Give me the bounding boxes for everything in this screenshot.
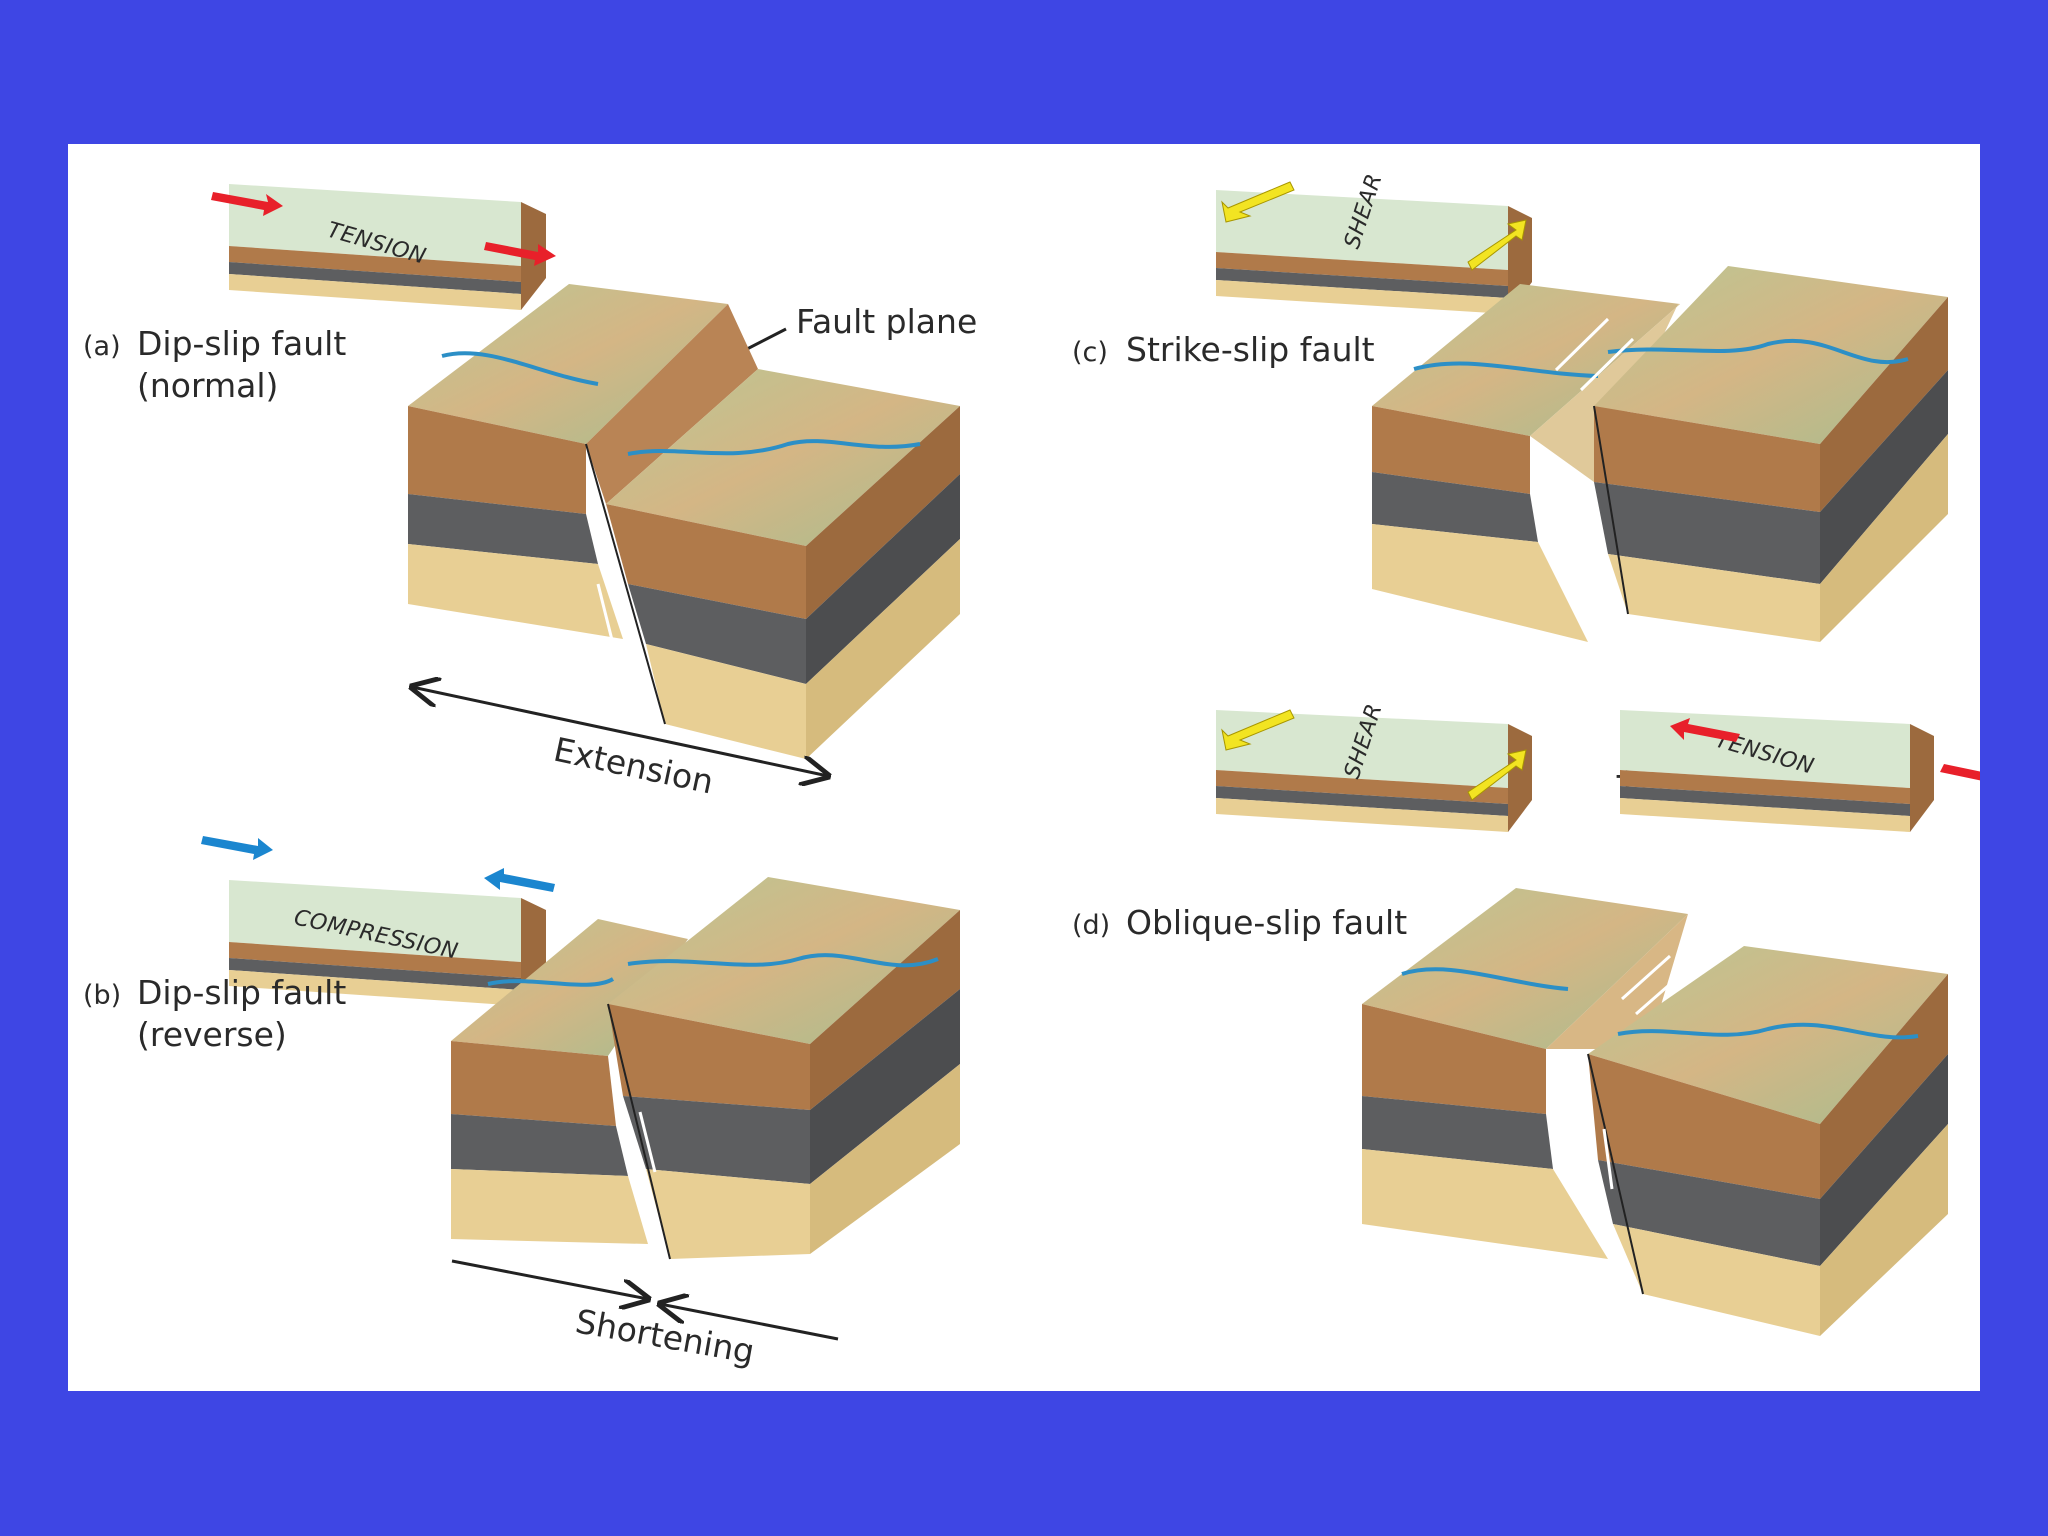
panel-c: SHEAR (c) Strike-slip fault: [1072, 171, 1948, 642]
panel-b-title-line2: (reverse): [137, 1015, 287, 1054]
normal-fault-block: [408, 284, 960, 759]
shortening-arrow-left-icon: [452, 1261, 648, 1299]
figure-panel: TENSION (a) Dip-slip fault (normal) Faul…: [68, 144, 1980, 1391]
blue-arrow-right-icon: [201, 836, 273, 860]
fault-plane-label: Fault plane: [796, 302, 977, 341]
panel-c-letter: (c): [1072, 337, 1108, 368]
slip-arrow-icon: [1588, 1134, 1596, 1194]
fault-types-diagram: TENSION (a) Dip-slip fault (normal) Faul…: [68, 144, 1980, 1391]
panel-b: COMPRESSION (b) Dip-slip fault (reverse): [83, 836, 960, 1371]
panel-a-title-line1: Dip-slip fault: [137, 324, 346, 363]
strike-slip-block: [1372, 266, 1948, 642]
shear-slab-d: SHEAR: [1216, 701, 1532, 832]
panel-d-title: Oblique-slip fault: [1126, 903, 1407, 942]
panel-c-title: Strike-slip fault: [1126, 330, 1375, 369]
panel-b-letter: (b): [83, 980, 121, 1011]
panel-b-title-line1: Dip-slip fault: [137, 973, 346, 1012]
panel-d-letter: (d): [1072, 910, 1110, 941]
blue-arrow-left-icon: [484, 868, 555, 892]
shortening-label: Shortening: [573, 1301, 758, 1371]
panel-a-letter: (a): [83, 331, 121, 362]
red-arrow-right-icon: [1940, 764, 1980, 788]
shear-slab-c: SHEAR: [1216, 171, 1532, 314]
tension-slab-a: TENSION: [211, 184, 556, 310]
panel-d: SHEAR + TENSION (d) Oblique-slip fault: [1072, 701, 1980, 1336]
panel-a: TENSION (a) Dip-slip fault (normal) Faul…: [83, 184, 977, 802]
tension-slab-d: TENSION: [1620, 710, 1980, 832]
oblique-slip-block: [1362, 888, 1948, 1336]
panel-a-title-line2: (normal): [137, 366, 278, 405]
extension-label: Extension: [550, 730, 717, 802]
